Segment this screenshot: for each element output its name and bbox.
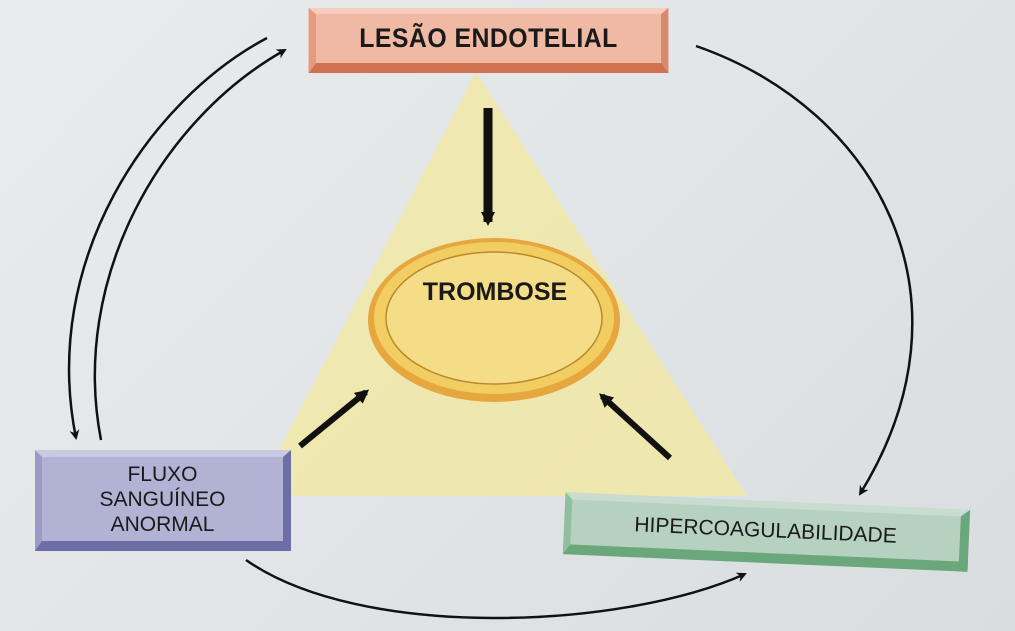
node-label: LESÃO ENDOTELIAL xyxy=(359,23,618,53)
node-label-line: FLUXO xyxy=(127,462,198,486)
arrow-fluxo-to-trombose xyxy=(298,389,370,449)
arrow-hiper-to-trombose xyxy=(599,393,673,461)
node-trombose-label: TROMBOSE xyxy=(422,278,568,306)
node-lesao-endotelial: LESÃO ENDOTELIAL xyxy=(308,8,669,73)
arrow-lesao-to-fluxo xyxy=(67,36,268,440)
node-label-line: SANGUÍNEO xyxy=(99,487,226,511)
node-fluxo-sanguineo-anormal: FLUXO SANGUÍNEO ANORMAL xyxy=(35,450,291,551)
arrow-fluxo-to-hiper xyxy=(245,558,747,620)
node-label-line: ANORMAL xyxy=(110,512,215,536)
trombose-ellipse-inner xyxy=(385,251,603,385)
arrow-lesao-to-hiper xyxy=(695,44,914,496)
node-label: HIPERCOAGULABILIDADE xyxy=(633,512,898,548)
arrow-fluxo-to-lesao xyxy=(93,48,287,441)
